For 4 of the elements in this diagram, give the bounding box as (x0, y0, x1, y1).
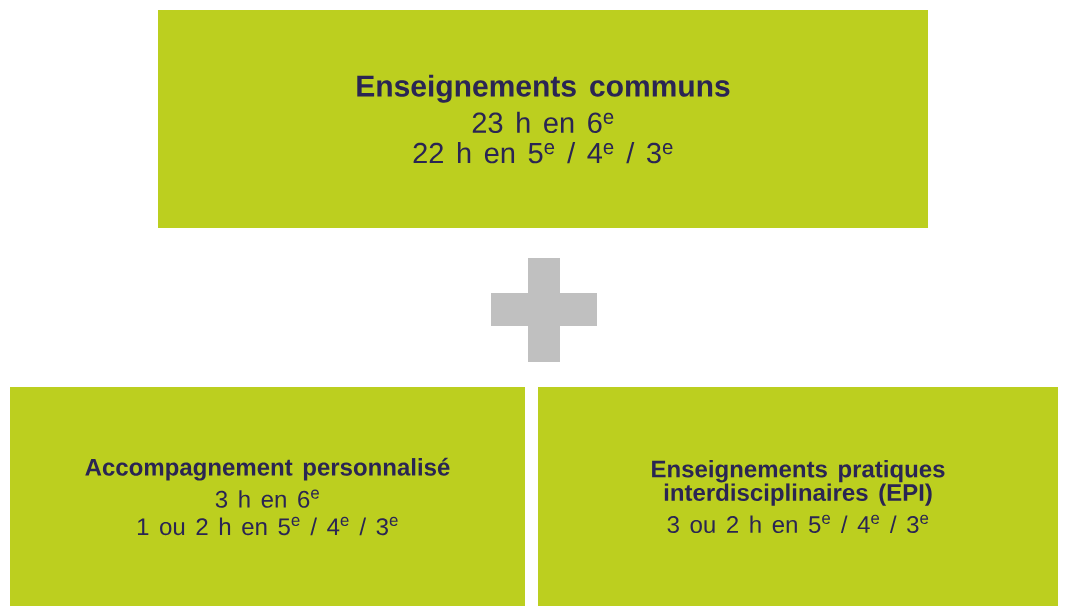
text-box: Enseignements communs 23 h en 6$^{e}$ 22 h en 5$^{e}$ / 4$^{e}$ / 3$^{e}$ (158, 10, 928, 228)
text-box: Enseignements pratiques interdisciplinaires (EPI) 3 ou 2 h en 5$^{e}$ / 4$^{e}$ / 3$^{e}$ (538, 387, 1058, 606)
plus-sign (491, 258, 597, 362)
text-box: Accompagnement personnalisé 3 h en 6$^{e}$ 1 ou 2 h en 5$^{e}$ / 4$^{e}$ / 3$^{e}$ (10, 387, 525, 606)
